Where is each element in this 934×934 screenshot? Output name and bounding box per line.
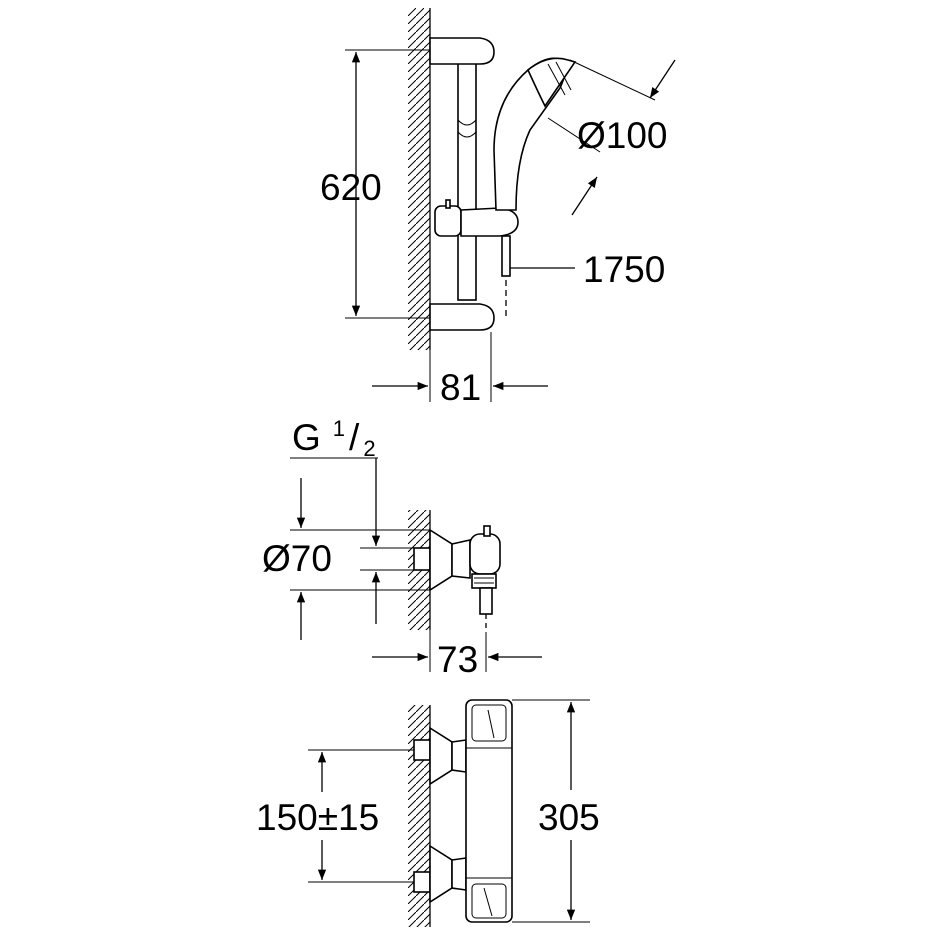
shower-rail-view: 620 Ø100 1750 81 — [320, 8, 676, 408]
inlet-centers-label: 150±15 — [256, 797, 379, 838]
body-length-label: 305 — [538, 797, 600, 838]
escutcheon-diameter-label: Ø70 — [262, 538, 332, 579]
wall-hatch-bottom — [408, 705, 431, 927]
thread-callout — [290, 457, 430, 624]
dim-escutcheon-diameter — [290, 478, 430, 640]
shower-hose — [501, 235, 575, 320]
inlet-upper — [413, 726, 467, 786]
thread-numerator: 1 — [333, 416, 345, 441]
rail-height-label: 620 — [320, 167, 382, 208]
dim-head-diameter — [547, 59, 676, 216]
projection-label: 73 — [437, 639, 478, 680]
dim-rail-height — [345, 49, 430, 319]
dim-projection — [372, 590, 542, 672]
inlet-pipe — [413, 547, 431, 571]
hose-length-label: 1750 — [583, 249, 665, 290]
shower-slider — [434, 199, 519, 237]
valve-body-front — [465, 699, 513, 923]
head-diameter-label: Ø100 — [577, 115, 668, 156]
rail-bracket-top — [429, 37, 495, 65]
valve-front-view: 150±15 305 — [256, 699, 600, 927]
wall-offset-label: 81 — [440, 367, 481, 408]
valve-body-side — [469, 525, 501, 632]
escutcheon — [429, 528, 453, 592]
thread-base: G — [292, 417, 321, 458]
wall-hatch-top — [408, 8, 431, 350]
dim-body-length — [512, 699, 590, 923]
rail-bracket-bottom — [429, 303, 495, 331]
hand-shower — [493, 57, 577, 211]
thread-denominator: 2 — [363, 436, 375, 461]
connector-nut — [451, 539, 471, 579]
valve-side-view: G 1 / 2 Ø70 73 — [262, 416, 542, 680]
thread-size-label: G 1 / 2 — [292, 416, 376, 461]
dim-inlet-centers — [308, 749, 414, 883]
inlet-lower — [413, 844, 467, 904]
shower-rail — [457, 61, 477, 301]
dim-wall-offset — [372, 330, 548, 402]
